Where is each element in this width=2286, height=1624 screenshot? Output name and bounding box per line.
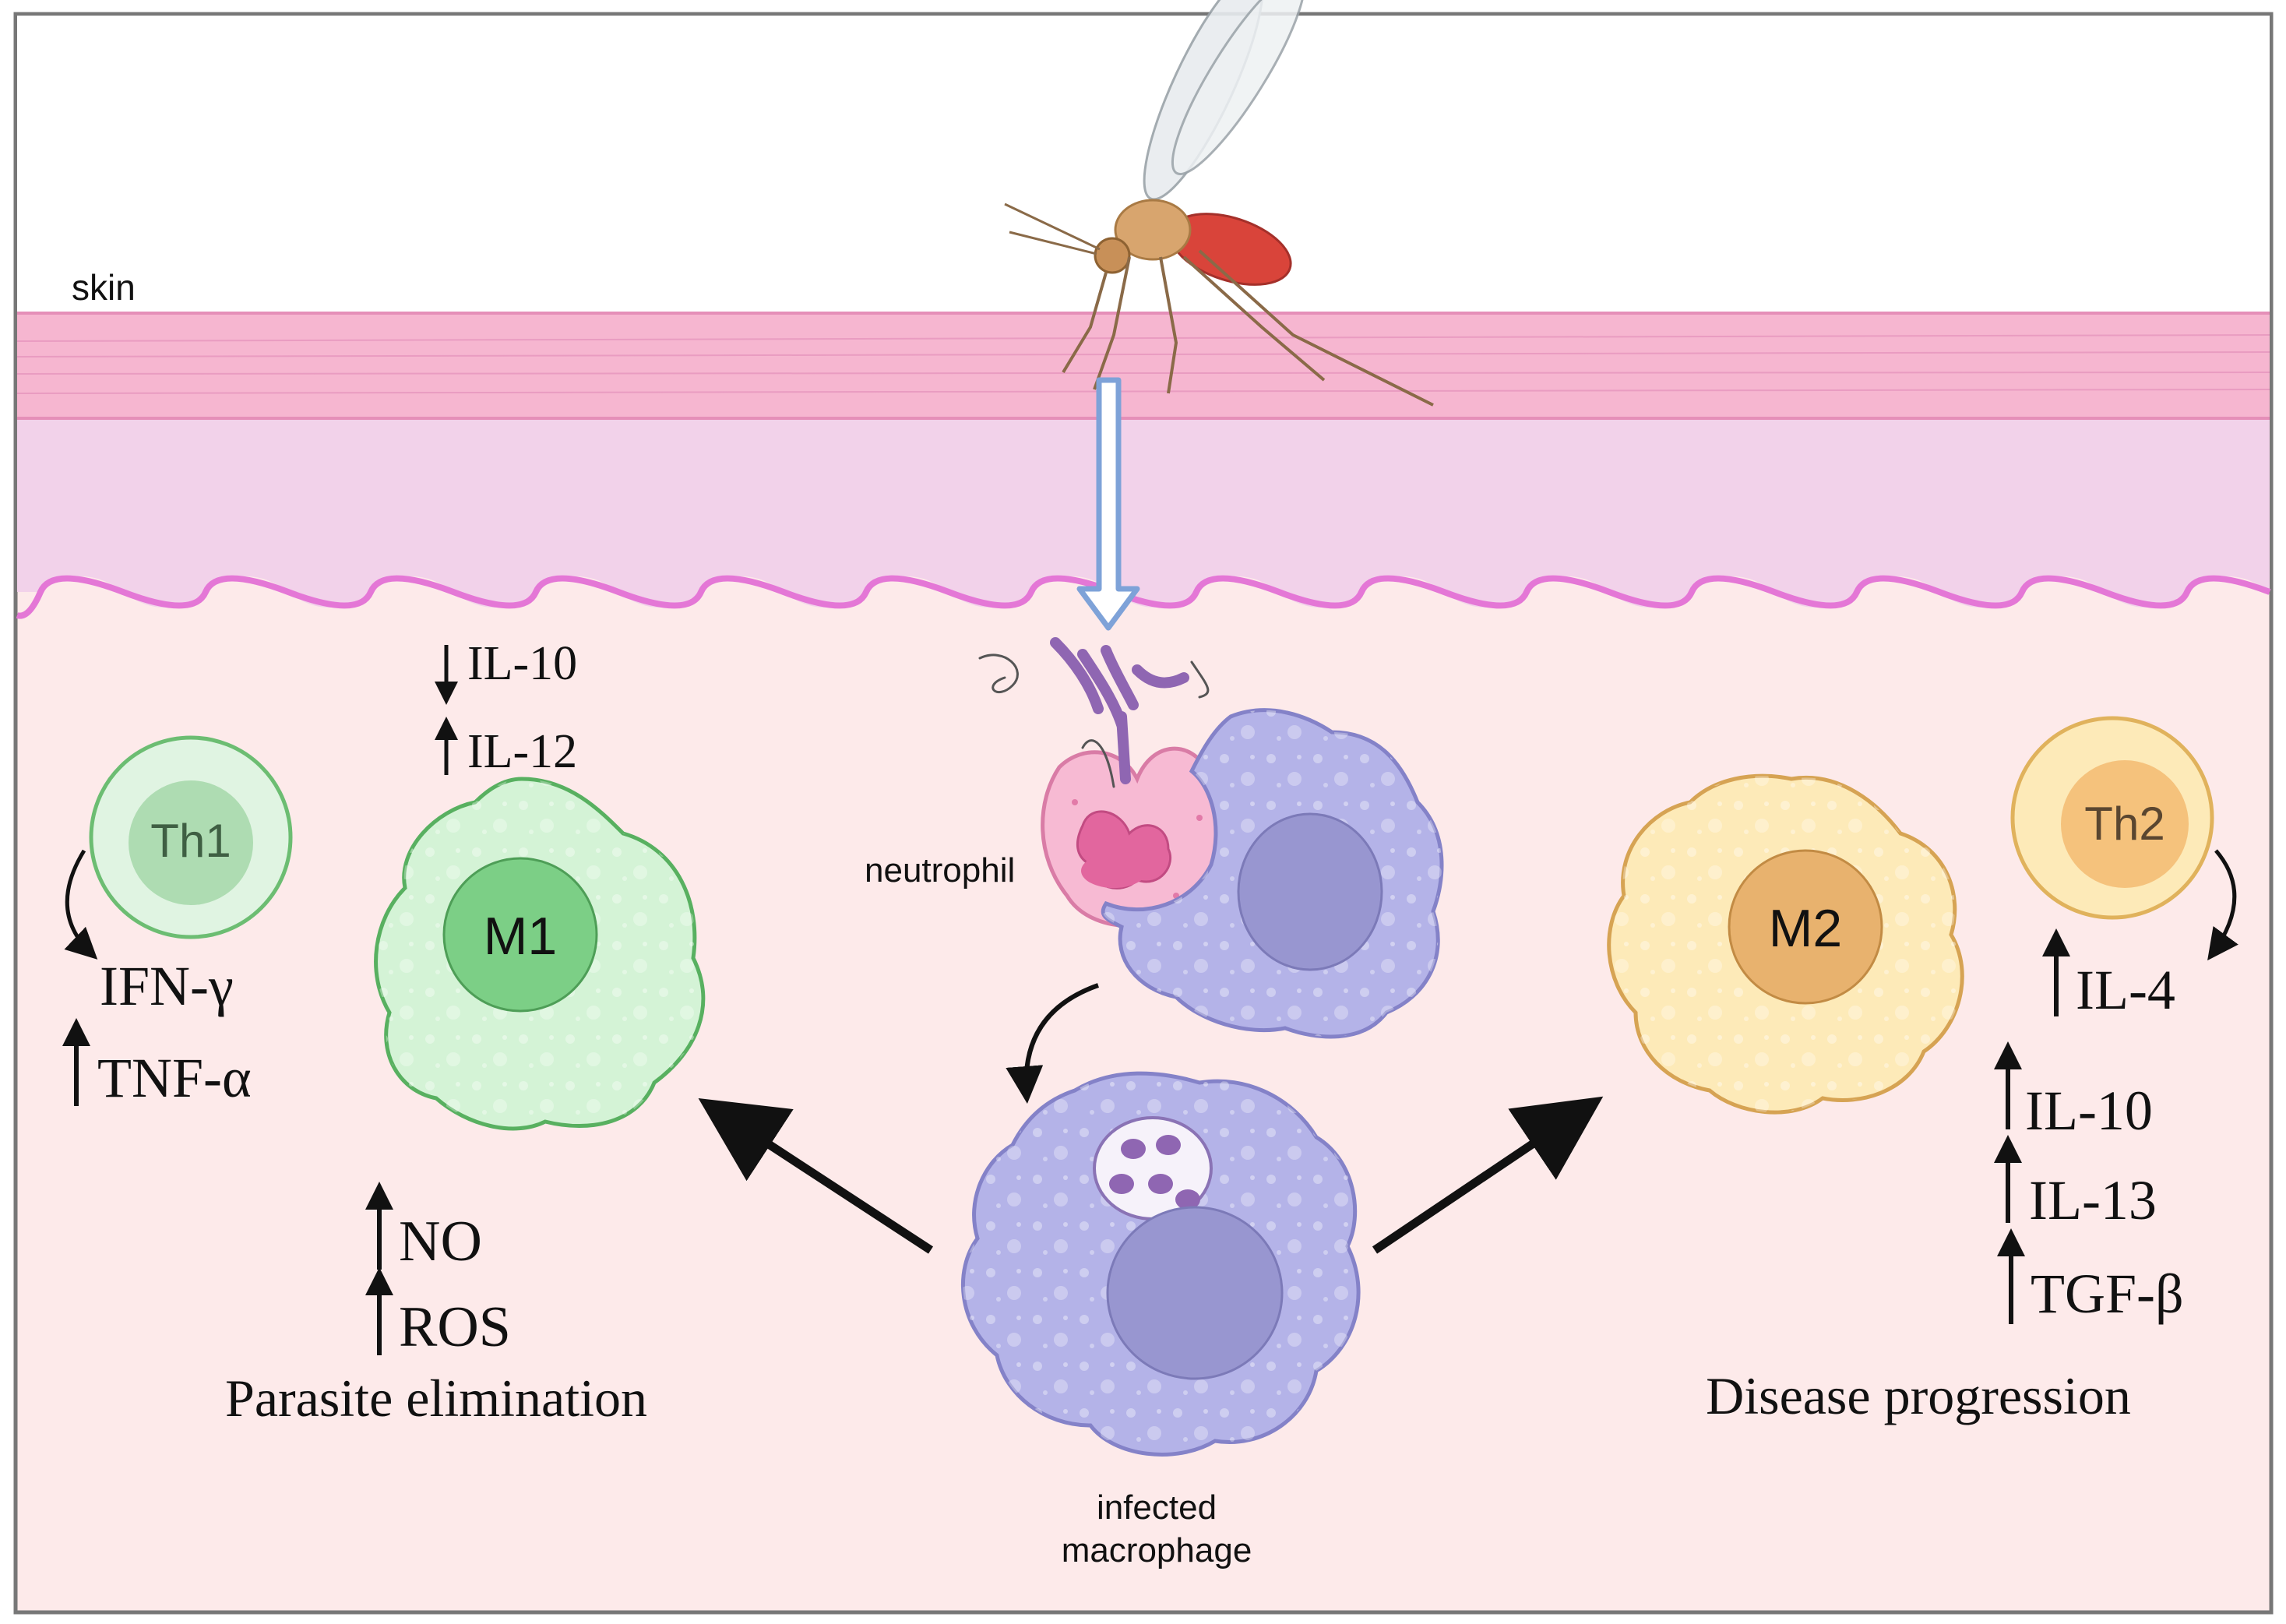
m2-macrophage: M2 [1607, 773, 1964, 1115]
infected-macrophage [961, 1071, 1361, 1457]
th1-output-ifn-gamma: IFN-γ [100, 955, 234, 1017]
sky-area [17, 16, 2270, 313]
th2-output-il4: IL-4 [2076, 959, 2175, 1021]
skin-layer [16, 312, 2270, 420]
dermis-layer [17, 420, 2270, 608]
th1-cell: Th1 [89, 735, 293, 939]
arrow-to-m2 [1372, 1096, 1604, 1254]
infection-arrow [1006, 983, 1099, 1104]
m1-up-cytokine: IL-12 [467, 725, 577, 778]
parasite-elimination-label: Parasite elimination [225, 1369, 647, 1428]
th2-cell: Th2 [2010, 716, 2214, 920]
th2-curved-arrow [2207, 849, 2238, 961]
macrophage-engulfing [1101, 708, 1444, 1039]
m2-output-tgf-beta: TGF-β [2031, 1263, 2184, 1325]
arrow-to-m1 [698, 1097, 934, 1254]
neutrophil-label: neutrophil [865, 851, 1015, 890]
sand-fly-icon [1004, 0, 1434, 407]
m1-macrophage: M1 [374, 777, 706, 1131]
m1-cytokine-list: IL-10 IL-12 [435, 637, 577, 778]
m2-output-il13: IL-13 [2029, 1169, 2157, 1231]
m1-effect-ros: ROS [399, 1295, 511, 1359]
th1-curved-arrow [64, 849, 98, 960]
disease-progression-label: Disease progression [1706, 1366, 2131, 1425]
m2-label: M2 [1769, 899, 1842, 958]
infected-macrophage-label-line2: macrophage [1062, 1531, 1252, 1569]
promastigote-parasites [978, 637, 1210, 788]
th1-output-tnf-alpha: TNF-α [97, 1047, 252, 1109]
m1-effect-no: NO [399, 1210, 482, 1273]
m2-output-il10: IL-10 [2025, 1080, 2153, 1142]
neutrophil-cell [1041, 746, 1223, 928]
th1-label: Th1 [150, 815, 231, 867]
infected-macrophage-label-line1: infected [1097, 1488, 1217, 1527]
m1-down-cytokine: IL-10 [467, 637, 577, 690]
skin-label: skin [72, 267, 136, 308]
m1-label: M1 [484, 907, 557, 966]
th2-label: Th2 [2084, 798, 2164, 850]
bite-injection-arrow [1076, 377, 1140, 631]
